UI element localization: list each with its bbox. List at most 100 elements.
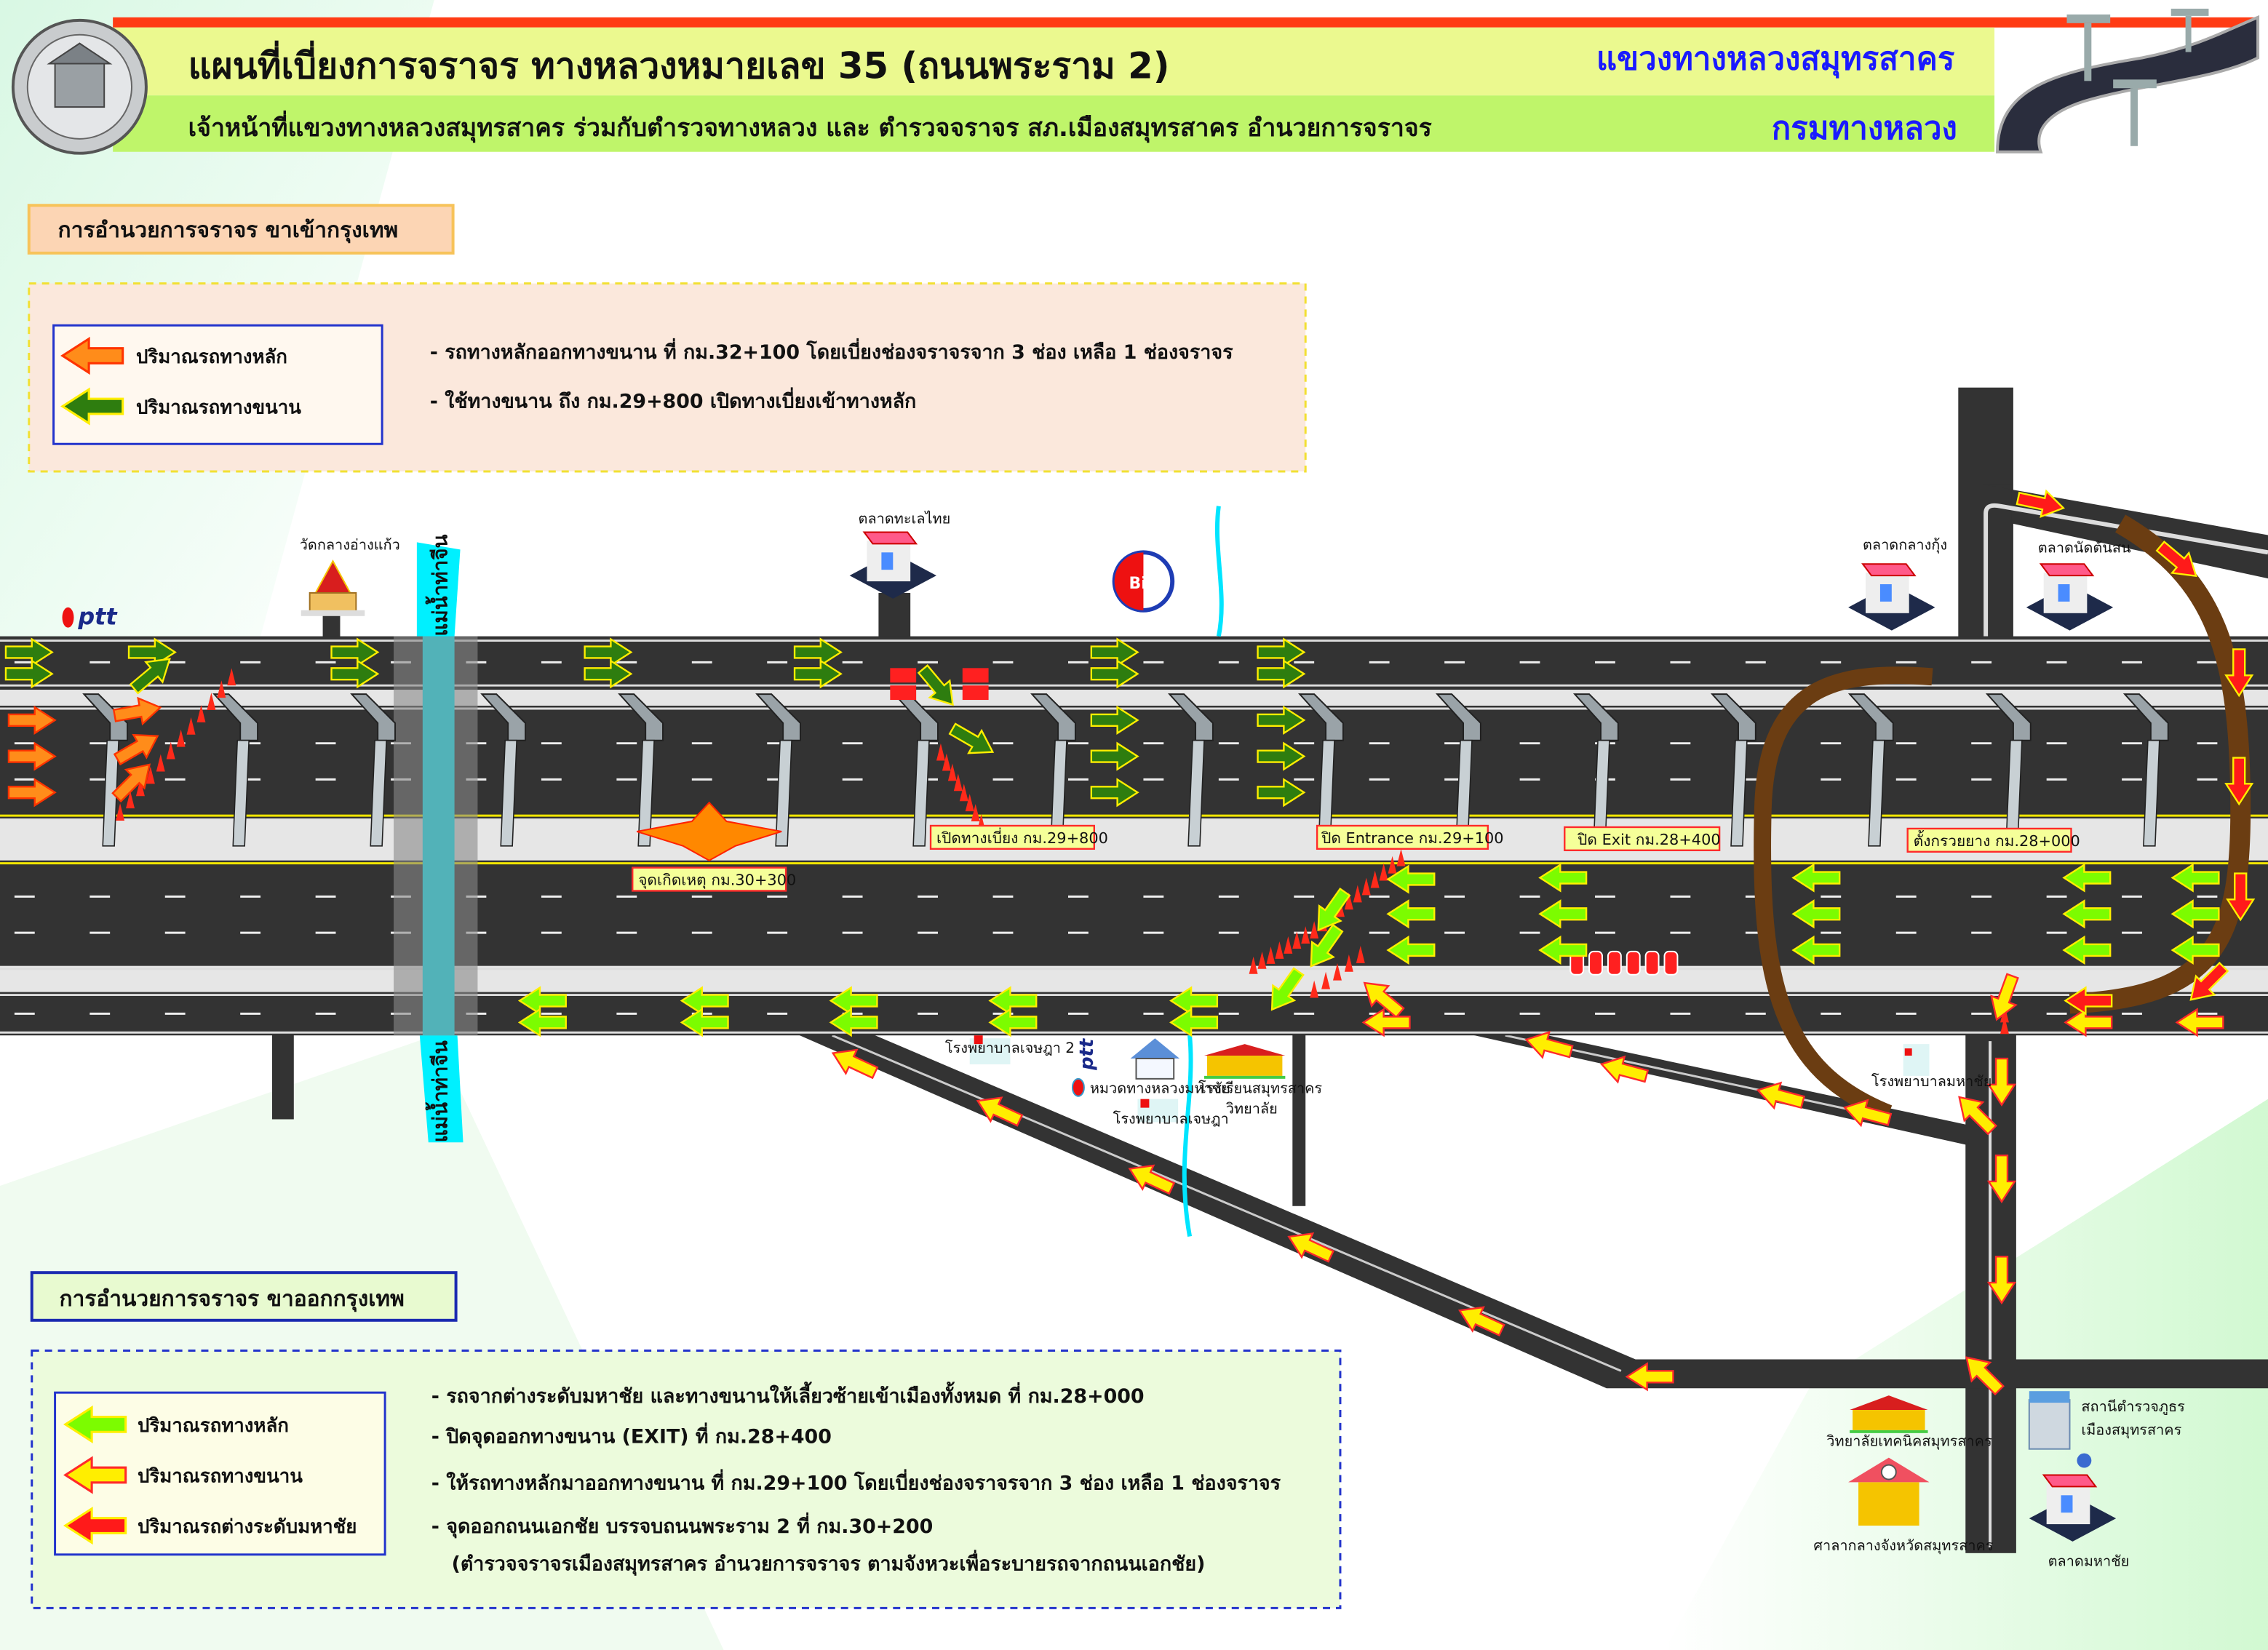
pillar (1847, 693, 1894, 847)
cone-icon (1344, 954, 1353, 972)
sign-detour-open-label: เปิดทางเบี่ยง กม.29+800 (936, 827, 1108, 847)
u-turn-route (1754, 666, 1933, 1122)
flow-arrow-icon (111, 763, 151, 803)
flow-arrow-icon (113, 733, 159, 766)
flow-arrow-icon (2189, 961, 2229, 1001)
flow-arrow-icon (831, 1048, 879, 1080)
pillar (2122, 693, 2169, 847)
canal (1182, 1035, 1193, 1238)
flow-arrow-icon (2062, 935, 2112, 965)
svg-text:ptt: ptt (1076, 1037, 1098, 1071)
outbound-legend-label: ปริมาณรถต่างระดับมหาชัย (138, 1516, 357, 1538)
barrier-icon (1644, 950, 1660, 976)
department-logo (11, 18, 148, 155)
shrimp-market-label: ตลาดกลางกุ้ง (1863, 536, 1947, 554)
cone-icon (166, 741, 175, 760)
flow-arrow-icon (1958, 1096, 1998, 1136)
flow-arrow-icon (976, 1096, 1024, 1127)
flow-arrow-icon (1257, 637, 1306, 667)
school-icon (1203, 1044, 1286, 1079)
flow-arrow-icon (7, 778, 57, 808)
flow-arrow-icon (60, 387, 124, 426)
flow-arrow-icon (2170, 863, 2220, 893)
cone-icon (1266, 946, 1276, 964)
sign-cones-label: ตั้งกรวยยาง กม.28+000 (1914, 830, 2080, 850)
flow-arrow-icon (2170, 935, 2220, 965)
cone-icon (1284, 936, 1293, 954)
flow-arrow-icon (988, 1008, 1038, 1037)
flow-arrow-icon (1090, 778, 1139, 808)
tonson-market-label: ตลาดนัดต้นสน (2038, 539, 2131, 556)
bigc-logo-icon: Big (1112, 550, 1175, 613)
temple-label: วัดกลางอ่างแก้ว (300, 536, 400, 553)
sign-exit-closed-label: ปิด Exit กม.28+400 (1577, 831, 1720, 848)
shop-icon (849, 531, 936, 599)
header-title-band (113, 27, 1995, 96)
outbound-legend-label: ปริมาณรถทางหลัก (138, 1415, 289, 1437)
highway-unit-label: หมวดทางหลวงมหาชัย (1090, 1080, 1230, 1097)
flow-arrow-icon (1090, 705, 1139, 735)
flow-arrow-icon (1524, 1031, 1574, 1059)
flow-arrow-icon (1538, 863, 1588, 893)
inbound-section-title-box (27, 204, 455, 255)
barrier-icon (1626, 950, 1641, 976)
police-station-icon (2028, 1391, 2092, 1468)
hospital-icon (1903, 1044, 1930, 1076)
cone-icon (176, 729, 186, 747)
department-name: กรมทางหลวง (1772, 110, 1957, 147)
cone-icon (1310, 980, 1319, 998)
outbound-note: - ปิดจุดออกทางขนาน (EXIT) ที่ กม.28+400 (431, 1422, 832, 1449)
flow-arrow-icon (1990, 973, 2019, 1021)
police-station-label: สถานีตำรวจภูธร (2081, 1398, 2185, 1416)
side-road-mid (1292, 1032, 1306, 1206)
inbound-section-title: การอำนวยการจราจร ขาเข้ากรุงเทพ (58, 218, 399, 243)
outbound-frontage-road (0, 992, 2268, 1036)
flow-arrow-icon (2170, 899, 2220, 929)
cone-icon (936, 743, 945, 761)
side-road-market (878, 592, 911, 641)
cone-icon (135, 778, 145, 797)
flow-arrow-icon (1791, 935, 1841, 965)
sign-cones (1906, 827, 2072, 853)
inbound-legend-label: ปริมาณรถทางขนาน (136, 396, 301, 418)
flow-arrow-icon (330, 659, 380, 689)
cone-icon (1333, 962, 1342, 981)
pillar (618, 693, 664, 847)
cone-icon (1344, 892, 1353, 910)
flow-arrow-icon (2064, 1008, 2113, 1037)
flow-arrow-icon (1257, 705, 1306, 735)
pillar (1168, 693, 1214, 847)
flow-arrow-icon (63, 1456, 127, 1494)
outbound-section-title-box (30, 1271, 458, 1322)
outbound-note: - จุดออกถนนเอกชัย บรรจบถนนพระราม 2 ที่ ก… (431, 1512, 934, 1539)
flow-arrow-icon (1986, 1256, 2017, 1305)
cone-icon (1396, 848, 1406, 866)
barrier-icon (962, 668, 989, 683)
inbound-separator (0, 690, 2268, 706)
pillar (1298, 693, 1344, 847)
cone-icon (942, 753, 951, 771)
pillar (480, 693, 527, 847)
pillar (1572, 693, 1619, 847)
pillar (1710, 693, 1756, 847)
shop-icon (1848, 563, 1935, 631)
traffic-flow-arrows (4, 489, 2256, 1396)
flow-arrow-icon (1169, 1008, 1219, 1037)
pillar (755, 693, 801, 847)
flow-arrow-icon (1386, 899, 1436, 929)
cone-icon (2000, 1016, 2009, 1035)
inbound-section: การอำนวยการจราจร ขาเข้ากรุงเทพ ปริมาณรถท… (27, 204, 1307, 473)
flow-arrow-icon (2064, 986, 2113, 1016)
flow-arrow-icon (584, 637, 633, 667)
ptt-label: ptt (77, 603, 118, 631)
flow-arrow-icon (988, 986, 1038, 1016)
u-turn-route (2069, 514, 2251, 1014)
flow-arrow-icon (584, 659, 633, 689)
flow-arrow-icon (1756, 1081, 1805, 1110)
tha-chin-river: แม่น้ำท่าจีน แม่น้ำท่าจีน (394, 506, 1224, 1238)
page-subtitle: เจ้าหน้าที่แขวงทางหลวงสมุทรสาคร ร่วมกับต… (188, 110, 1432, 143)
flow-arrow-icon (4, 637, 54, 667)
cone-icon (146, 766, 155, 784)
outbound-section: การอำนวยการจราจร ขาออกกรุงเทพ ปริมาณรถทา… (30, 1271, 1342, 1609)
flow-arrow-icon (1538, 935, 1588, 965)
